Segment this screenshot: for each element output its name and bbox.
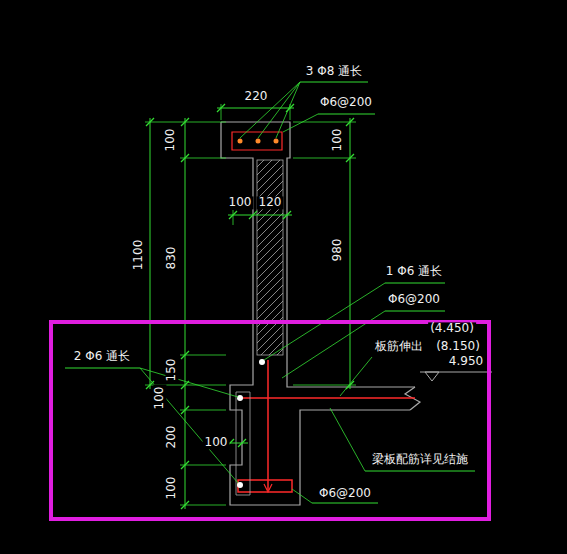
dimension-line — [185, 118, 186, 509]
slab-rebar — [238, 397, 415, 399]
rebar-note: Φ6@200 — [317, 487, 373, 500]
elevation-text: (8.150) — [434, 340, 482, 353]
leader-line — [340, 357, 372, 396]
dimension-text: 100 — [153, 385, 166, 412]
dimension-text: 100 — [164, 127, 177, 154]
rebar-note: Φ6@200 — [318, 96, 374, 109]
leader-line — [385, 311, 445, 312]
vertical-rebar — [267, 360, 269, 490]
leader-line — [300, 82, 368, 83]
leader-line — [140, 368, 238, 483]
extension-line — [180, 410, 226, 411]
dimension-text: 980 — [331, 237, 344, 264]
stirrup — [232, 132, 282, 150]
leader-line — [283, 114, 318, 132]
elevation-text: 4.950 — [447, 355, 485, 368]
dimension-text: 1100 — [132, 238, 145, 273]
concrete-outline — [221, 122, 410, 505]
extension-line — [145, 122, 226, 123]
masonry-wall — [257, 160, 283, 355]
leader-line — [330, 408, 365, 471]
extension-line — [180, 355, 226, 356]
extension-line — [180, 158, 226, 159]
rebar-note: 1 Φ6 通长 — [384, 265, 444, 278]
dimension-tick — [283, 211, 291, 219]
rebar-note: 3 Φ8 通长 — [304, 65, 364, 78]
annotation-text: 梁板配筋详见结施 — [370, 453, 470, 466]
beam-stirrup — [238, 480, 292, 492]
dimension-line — [228, 215, 292, 216]
dimension-text: 120 — [257, 196, 284, 209]
dimension-text: 220 — [243, 90, 270, 103]
leader-line — [385, 283, 445, 284]
rebar-hook — [264, 484, 272, 492]
rebar-dot — [274, 139, 279, 144]
dimension-text: 100 — [331, 127, 344, 154]
dimension-tick — [249, 211, 257, 219]
drawing-line — [221, 104, 222, 120]
dimension-tick — [238, 439, 246, 447]
extension-line — [293, 158, 356, 159]
leader-line — [365, 471, 475, 472]
dimension-line — [150, 118, 151, 389]
rebar-note: 2 Φ6 通长 — [72, 350, 132, 363]
extension-line — [293, 385, 356, 386]
rebar-note: Φ6@200 — [386, 293, 442, 306]
rebar-dot — [238, 139, 243, 144]
leader-line — [318, 114, 375, 115]
leader-line — [292, 489, 312, 503]
level-triangle — [425, 372, 439, 381]
dimension-text: 100 — [165, 475, 178, 502]
extension-line — [180, 465, 226, 466]
rebar-dot — [256, 139, 261, 144]
dimension-line — [217, 108, 294, 109]
drawing-line — [233, 210, 234, 225]
leader-line — [65, 368, 140, 369]
elevation-text: (4.450) — [428, 322, 476, 335]
dimension-text: 100 — [203, 436, 230, 449]
dimension-text: 150 — [165, 357, 178, 384]
extension-line — [180, 505, 226, 506]
leader-line — [240, 82, 300, 138]
dimension-text: 200 — [165, 424, 178, 451]
highlight-frame — [51, 322, 489, 519]
dimension-text: 830 — [165, 245, 178, 272]
leader-line — [312, 503, 378, 504]
annotation-text: 板筋伸出 — [373, 340, 425, 353]
dimension-text: 100 — [227, 196, 254, 209]
rebar-dot — [237, 395, 243, 401]
